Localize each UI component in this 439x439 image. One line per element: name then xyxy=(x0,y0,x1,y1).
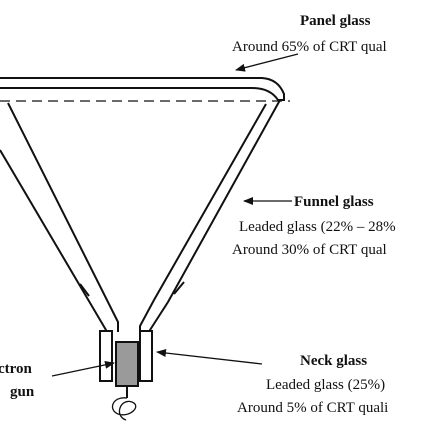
panel-pointer-arrow xyxy=(235,53,299,72)
neck-glass-desc-1: Leaded glass (25%) xyxy=(266,377,385,393)
funnel-glass-title: Funnel glass xyxy=(294,194,374,210)
electron-gun-body xyxy=(115,341,139,387)
neck-right-wall xyxy=(139,330,153,382)
panel-glass-desc: Around 65% of CRT qual xyxy=(232,39,387,55)
neck-glass-shape xyxy=(99,330,153,382)
panel-glass-shape xyxy=(0,77,290,102)
funnel-glass-shape xyxy=(0,99,281,332)
funnel-glass-desc-2: Around 30% of CRT qual xyxy=(232,242,387,258)
funnel-inner-tick-left xyxy=(79,283,90,297)
funnel-inner-tick-right xyxy=(173,281,185,295)
panel-glass-title: Panel glass xyxy=(300,13,371,29)
neck-left-wall xyxy=(99,330,113,382)
funnel-glass-desc-1: Leaded glass (22% – 28% xyxy=(239,219,396,235)
neck-pointer-arrow xyxy=(156,349,263,365)
electron-gun xyxy=(111,341,139,421)
electron-gun-label-1: ctron xyxy=(0,361,33,377)
neck-glass-desc-2: Around 5% of CRT quali xyxy=(237,400,388,416)
electron-gun-label-2: gun xyxy=(10,384,35,400)
neck-glass-title: Neck glass xyxy=(300,353,367,369)
gun-pointer-arrow xyxy=(51,360,115,377)
electron-gun-wire xyxy=(111,397,137,421)
